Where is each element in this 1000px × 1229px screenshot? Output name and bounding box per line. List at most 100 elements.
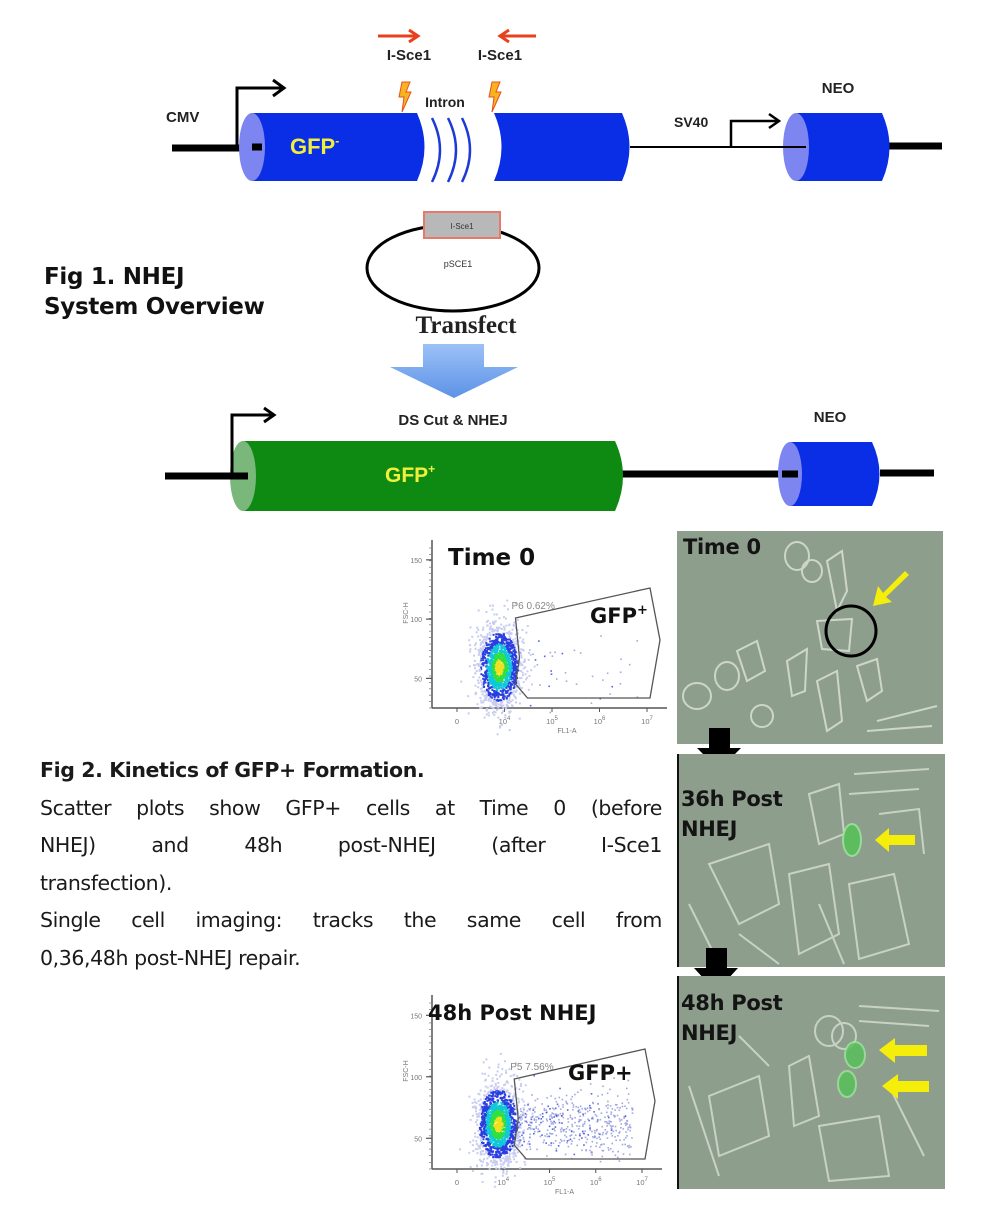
data-point — [491, 1110, 494, 1113]
data-point — [610, 1129, 613, 1131]
data-point — [529, 1121, 532, 1124]
data-point — [491, 666, 494, 669]
data-point — [513, 675, 516, 678]
data-point — [507, 659, 510, 662]
data-point — [493, 1113, 496, 1116]
data-point — [469, 644, 472, 647]
data-point — [520, 1110, 522, 1113]
data-point — [503, 668, 506, 671]
data-point — [508, 1116, 511, 1119]
data-point — [546, 1120, 549, 1122]
data-point — [501, 1091, 504, 1094]
data-point — [498, 660, 501, 663]
data-point — [509, 1100, 512, 1103]
data-point — [503, 683, 506, 686]
data-point — [488, 675, 491, 678]
data-point — [493, 622, 496, 625]
data-point — [529, 1127, 531, 1129]
data-point — [519, 1135, 521, 1138]
data-point — [519, 1113, 522, 1116]
data-point — [517, 660, 520, 663]
data-point — [522, 1114, 525, 1117]
data-point — [484, 1085, 487, 1088]
data-point — [494, 659, 497, 662]
data-point — [514, 633, 517, 636]
data-point — [472, 1150, 475, 1153]
data-point — [507, 1102, 510, 1105]
data-point — [546, 1097, 548, 1099]
data-point — [522, 649, 525, 652]
data-point — [486, 1148, 489, 1151]
data-point — [508, 674, 511, 677]
data-point — [494, 1128, 497, 1131]
data-point — [618, 1109, 621, 1112]
data-point — [499, 641, 502, 644]
data-point — [502, 616, 505, 619]
data-point — [551, 655, 554, 657]
data-point — [502, 664, 505, 667]
data-point — [636, 640, 639, 642]
data-point — [522, 674, 525, 677]
data-point — [525, 1113, 528, 1116]
data-point — [482, 664, 485, 667]
data-point — [549, 1108, 551, 1110]
data-point — [478, 663, 481, 666]
data-point — [507, 672, 510, 675]
data-point — [514, 678, 517, 681]
data-point — [502, 1131, 505, 1134]
data-point — [527, 658, 530, 661]
data-point — [574, 1116, 577, 1119]
data-point — [501, 1174, 504, 1177]
data-point — [498, 675, 501, 678]
data-point — [493, 681, 496, 684]
data-point — [495, 1092, 498, 1095]
data-point — [506, 701, 509, 704]
scatter-plot-title: Time 0 — [448, 545, 535, 571]
data-point — [490, 699, 493, 702]
data-point — [496, 627, 499, 630]
data-point — [502, 1113, 505, 1116]
data-point — [501, 1151, 504, 1154]
data-point — [467, 712, 470, 715]
data-point — [493, 1146, 496, 1149]
data-point — [475, 663, 478, 666]
data-point — [503, 688, 506, 691]
data-point — [474, 1135, 477, 1138]
data-point — [506, 668, 509, 671]
data-point — [615, 1139, 617, 1142]
data-point — [485, 694, 488, 697]
caption-line: NHEJ) and 48h post-NHEJ (after I-Sce1 — [40, 833, 662, 857]
data-point — [512, 670, 515, 673]
data-point — [500, 687, 503, 690]
data-point — [500, 681, 503, 684]
data-point — [510, 1142, 513, 1145]
data-point — [560, 1115, 563, 1117]
data-point — [495, 1126, 498, 1129]
data-point — [498, 617, 501, 620]
data-point — [566, 1102, 569, 1105]
data-point — [500, 684, 503, 687]
data-point — [502, 1120, 505, 1123]
data-point — [490, 668, 493, 671]
data-point — [503, 1115, 506, 1118]
data-point — [506, 641, 509, 644]
data-point — [485, 1120, 488, 1123]
data-point — [483, 1094, 486, 1097]
data-point — [482, 1131, 485, 1134]
data-point — [478, 649, 481, 652]
data-point — [512, 653, 515, 656]
label-line1: 48h Post — [681, 991, 783, 1015]
data-point — [526, 625, 529, 628]
data-point — [473, 1098, 476, 1101]
data-point — [497, 645, 500, 648]
data-point — [488, 1120, 491, 1123]
data-point — [491, 1136, 494, 1139]
data-point — [562, 1106, 564, 1108]
data-point — [530, 1121, 533, 1124]
data-point — [627, 1101, 630, 1104]
data-point — [534, 1099, 537, 1102]
data-point — [567, 1145, 570, 1148]
data-point — [502, 1107, 505, 1110]
data-point — [515, 1143, 518, 1146]
data-point — [484, 1145, 487, 1148]
